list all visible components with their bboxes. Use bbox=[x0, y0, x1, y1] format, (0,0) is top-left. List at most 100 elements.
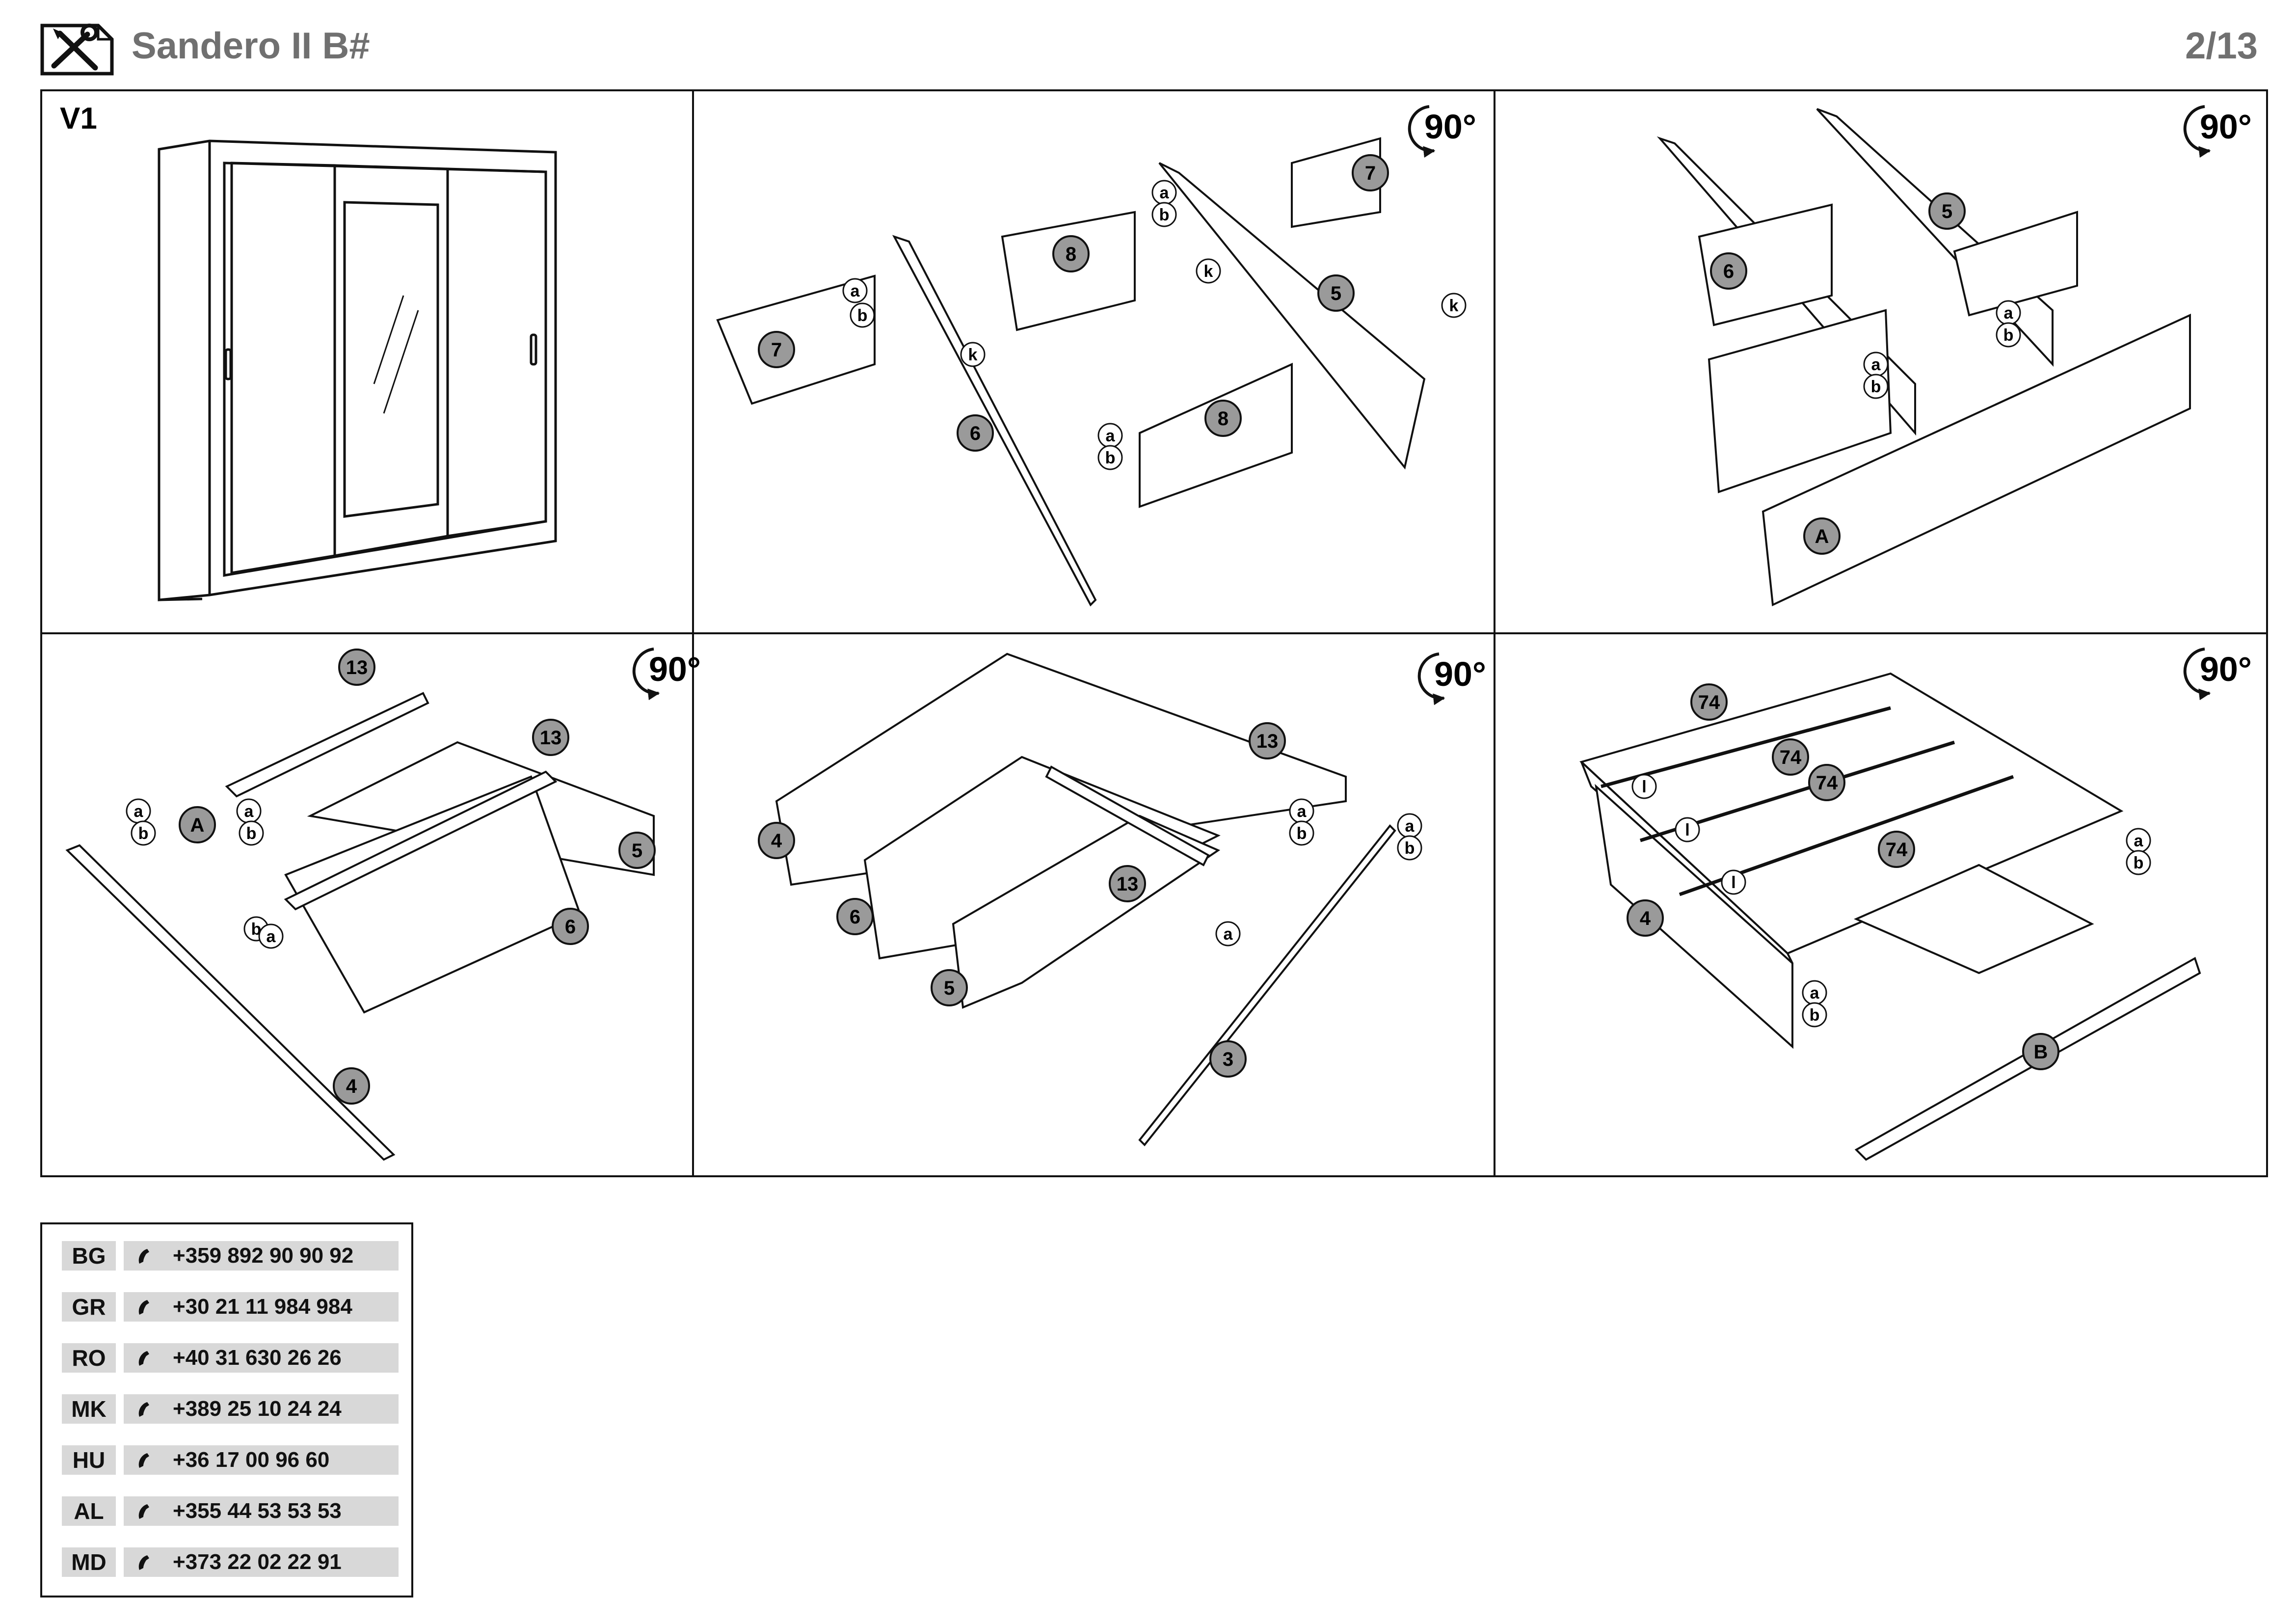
support-contacts: BG +359 892 90 90 92 GR +30 21 11 984 98… bbox=[40, 1222, 413, 1597]
svg-text:a: a bbox=[244, 802, 254, 821]
svg-text:k: k bbox=[968, 346, 978, 364]
svg-text:5: 5 bbox=[1331, 283, 1341, 304]
step-6-panel: 90° 74 74 74 74 4 B l l l a b a bbox=[1579, 648, 2252, 1161]
page-number: 2/13 bbox=[2185, 25, 2258, 67]
phone-number[interactable]: +36 17 00 96 60 bbox=[124, 1445, 399, 1475]
phone-number[interactable]: +373 22 02 22 91 bbox=[124, 1547, 399, 1577]
svg-text:90°: 90° bbox=[2200, 108, 2252, 146]
phone-icon bbox=[138, 1504, 149, 1519]
rotate-90-icon: 90° bbox=[1417, 652, 1486, 705]
svg-text:a: a bbox=[1810, 984, 1820, 1002]
svg-text:l: l bbox=[1642, 778, 1646, 796]
variant-label: V1 bbox=[60, 102, 97, 135]
phone-number[interactable]: +389 25 10 24 24 bbox=[124, 1394, 399, 1424]
part-badges: 7 8 8 5 6 7 bbox=[758, 154, 1389, 452]
svg-text:74: 74 bbox=[1886, 839, 1908, 861]
svg-text:b: b bbox=[1405, 839, 1415, 858]
svg-text:k: k bbox=[1204, 262, 1213, 281]
svg-text:3: 3 bbox=[1223, 1049, 1233, 1070]
svg-text:90°: 90° bbox=[1424, 108, 1476, 146]
svg-text:a: a bbox=[267, 927, 276, 946]
svg-text:B: B bbox=[2034, 1041, 2048, 1063]
svg-text:4: 4 bbox=[346, 1076, 357, 1097]
svg-text:b: b bbox=[246, 824, 257, 843]
svg-text:8: 8 bbox=[1066, 244, 1076, 265]
phone-number[interactable]: +30 21 11 984 984 bbox=[124, 1292, 399, 1322]
svg-text:a: a bbox=[1106, 427, 1116, 445]
svg-text:b: b bbox=[1159, 206, 1170, 224]
country-code: RO bbox=[62, 1343, 116, 1373]
phone-icon bbox=[138, 1453, 149, 1468]
step-3-panel: 90° 5 6 A a b a b bbox=[1656, 105, 2252, 607]
svg-text:a: a bbox=[2004, 304, 2014, 323]
assembly-steps-grid: V1 90° 7 8 bbox=[40, 89, 2268, 1177]
svg-text:5: 5 bbox=[632, 840, 642, 862]
svg-text:74: 74 bbox=[1780, 747, 1802, 768]
svg-text:a: a bbox=[1160, 184, 1170, 202]
svg-text:l: l bbox=[1685, 821, 1689, 839]
svg-text:90°: 90° bbox=[2200, 650, 2252, 688]
rotate-90-icon: 90° bbox=[2183, 648, 2252, 701]
svg-text:b: b bbox=[857, 306, 868, 325]
svg-text:b: b bbox=[1297, 824, 1307, 843]
country-code: HU bbox=[62, 1445, 116, 1475]
svg-text:8: 8 bbox=[1218, 408, 1228, 430]
svg-text:a: a bbox=[1405, 817, 1415, 836]
svg-text:b: b bbox=[1105, 449, 1116, 467]
svg-text:13: 13 bbox=[346, 657, 368, 678]
svg-text:5: 5 bbox=[944, 977, 955, 999]
phone-number[interactable]: +359 892 90 90 92 bbox=[124, 1241, 399, 1271]
country-code: AL bbox=[62, 1496, 116, 1526]
document-title: Sandero II B# bbox=[132, 25, 370, 67]
svg-text:a: a bbox=[134, 802, 144, 821]
svg-text:4: 4 bbox=[771, 830, 782, 852]
svg-text:a: a bbox=[851, 282, 860, 300]
svg-text:90°: 90° bbox=[649, 650, 701, 688]
phone-icon bbox=[138, 1402, 149, 1417]
page-header: Sandero II B# 2/13 bbox=[0, 0, 2296, 88]
svg-text:k: k bbox=[1449, 297, 1459, 315]
phone-number[interactable]: +40 31 630 26 26 bbox=[124, 1343, 399, 1373]
svg-text:l: l bbox=[1731, 873, 1735, 892]
country-code: MK bbox=[62, 1394, 116, 1424]
svg-text:7: 7 bbox=[1365, 162, 1376, 184]
step-5-panel: 90° 13 4 13 6 5 3 a b a b a bbox=[758, 652, 1486, 1146]
svg-text:6: 6 bbox=[850, 906, 860, 928]
svg-text:a: a bbox=[1297, 802, 1307, 821]
svg-text:6: 6 bbox=[565, 916, 576, 938]
country-code: BG bbox=[62, 1241, 116, 1271]
hardware-letters: a b k a b k a b k bbox=[842, 180, 1467, 470]
svg-text:b: b bbox=[1871, 378, 1881, 396]
svg-text:6: 6 bbox=[970, 423, 981, 444]
svg-text:7: 7 bbox=[771, 339, 782, 361]
step-4-panel: 90° 13 13 A 5 6 4 a b a b b a bbox=[65, 648, 701, 1161]
phone-number[interactable]: +355 44 53 53 53 bbox=[124, 1496, 399, 1526]
rotate-90-icon: 90° bbox=[2183, 105, 2252, 158]
svg-text:90°: 90° bbox=[1434, 655, 1486, 693]
svg-text:b: b bbox=[138, 824, 149, 843]
svg-text:a: a bbox=[1871, 355, 1881, 374]
phone-icon bbox=[138, 1300, 149, 1315]
step-2-panel: 90° 7 8 8 5 6 7 a b k a b k a b k bbox=[716, 105, 1476, 607]
svg-text:74: 74 bbox=[1698, 692, 1720, 713]
rotate-90-icon: 90° bbox=[1408, 105, 1476, 158]
svg-text:13: 13 bbox=[540, 727, 562, 749]
svg-text:5: 5 bbox=[1942, 201, 1952, 222]
svg-text:b: b bbox=[2003, 326, 2014, 345]
svg-text:A: A bbox=[190, 814, 205, 836]
country-code: GR bbox=[62, 1292, 116, 1322]
svg-text:b: b bbox=[2134, 854, 2144, 872]
svg-text:74: 74 bbox=[1816, 772, 1838, 794]
assembly-tools-icon bbox=[40, 24, 114, 76]
svg-text:4: 4 bbox=[1640, 908, 1651, 929]
step-1-panel: V1 bbox=[60, 102, 557, 601]
svg-text:13: 13 bbox=[1117, 873, 1139, 895]
svg-text:a: a bbox=[1224, 925, 1233, 944]
svg-text:13: 13 bbox=[1256, 731, 1279, 752]
country-code: MD bbox=[62, 1547, 116, 1577]
wardrobe-illustration bbox=[158, 139, 557, 601]
phone-icon bbox=[138, 1555, 149, 1570]
phone-icon bbox=[138, 1249, 149, 1264]
svg-text:a: a bbox=[2134, 832, 2144, 850]
svg-text:A: A bbox=[1815, 526, 1829, 547]
